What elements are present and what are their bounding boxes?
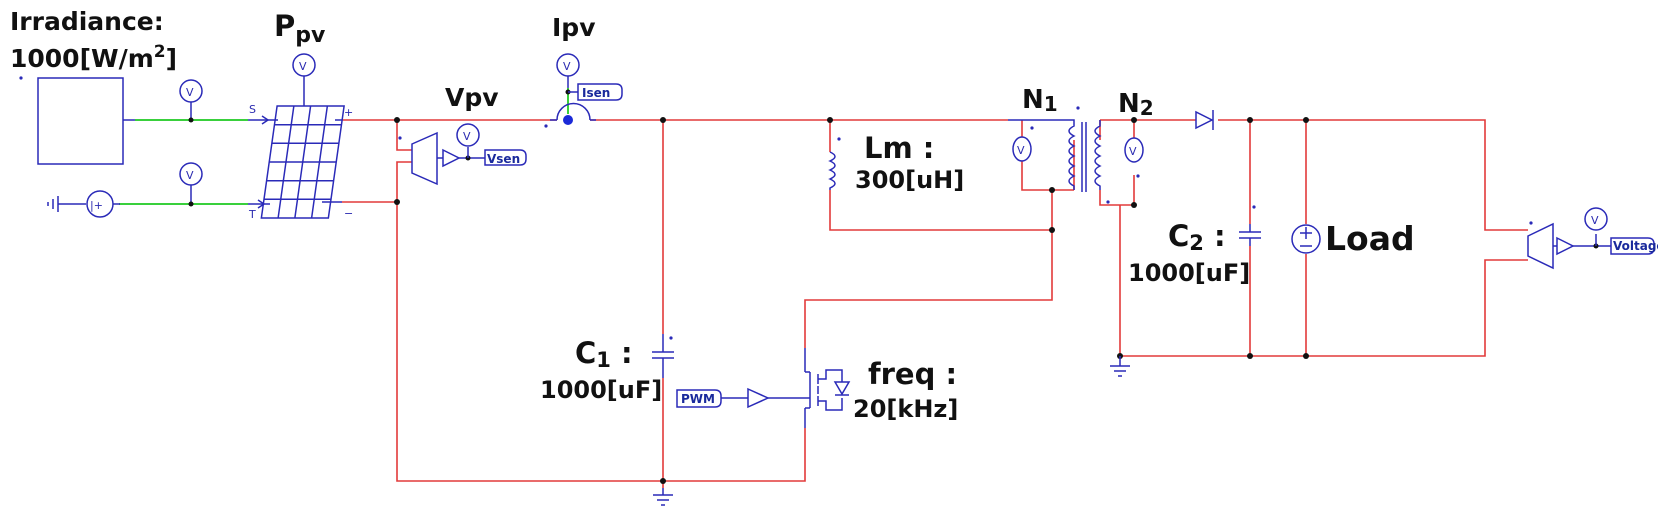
svg-text:V: V	[299, 60, 307, 73]
vpv-sensor[interactable]: V	[394, 117, 485, 205]
dc-source-symbol: |+	[90, 199, 103, 212]
isen-label: Isen	[582, 86, 610, 100]
svg-text:V: V	[1017, 144, 1025, 157]
inductor-lm[interactable]	[827, 117, 841, 190]
pwm-driver	[721, 387, 776, 409]
svg-text:V: V	[463, 130, 471, 143]
n1-label: N1	[1022, 85, 1058, 116]
voltage-label: Voltage	[1613, 239, 1658, 253]
freq-name: freq :	[868, 357, 957, 391]
power-wires	[342, 119, 1528, 488]
c2-name: C2 :	[1168, 219, 1226, 255]
svg-text:V: V	[1129, 145, 1137, 158]
panel-pin-minus: −	[344, 207, 353, 220]
voltmeter-irradiance[interactable]: V	[179, 79, 203, 123]
c1-name: C1 :	[575, 336, 633, 372]
panel-pin-s: S	[249, 103, 256, 116]
vsen-label: Vsen	[487, 152, 520, 166]
vpv-label: Vpv	[445, 83, 499, 112]
svg-text:V: V	[186, 86, 194, 99]
freq-value: 20[kHz]	[853, 395, 958, 423]
load-label: Load	[1325, 219, 1415, 258]
transformer[interactable]	[1008, 106, 1110, 233]
svg-text:V: V	[186, 169, 194, 182]
capacitor-c1[interactable]	[652, 117, 674, 484]
capacitor-c2[interactable]	[1239, 205, 1261, 359]
temperature-dc-source[interactable]: |+	[58, 190, 120, 218]
ipv-current-sensor[interactable]: V	[544, 53, 596, 128]
ipv-label: Ipv	[552, 13, 596, 42]
voltage-sensor[interactable]: V	[1527, 207, 1611, 270]
panel-pin-plus: +	[344, 106, 353, 119]
voltmeter-ppv[interactable]: V	[292, 53, 316, 106]
irradiance-title: Irradiance:	[10, 7, 164, 36]
isen-tag: Isen	[577, 83, 623, 101]
panel-pin-t: T	[248, 208, 256, 221]
svg-text:V: V	[563, 60, 571, 73]
irradiance-value: 1000[W/m2]	[10, 42, 177, 73]
svg-text:V: V	[1591, 214, 1599, 227]
c2-value: 1000[uF]	[1128, 259, 1250, 287]
ground-output	[1110, 353, 1130, 377]
lm-name: Lm :	[864, 131, 934, 165]
ground-c1	[653, 488, 673, 506]
c1-value: 1000[uF]	[540, 376, 662, 404]
vsen-tag: Vsen	[484, 149, 527, 166]
pwm-tag: PWM	[676, 389, 722, 408]
mosfet-switch[interactable]	[776, 348, 851, 428]
load-source[interactable]	[1291, 224, 1321, 359]
ppv-label: Ppv	[274, 9, 326, 48]
ground-left	[47, 196, 59, 212]
voltmeter-temperature[interactable]: V	[179, 162, 203, 207]
irradiance-source[interactable]	[19, 76, 135, 165]
lm-value: 300[uH]	[855, 166, 964, 194]
voltmeter-n1[interactable]: V	[1012, 126, 1034, 162]
voltage-tag: Voltage	[1610, 237, 1658, 255]
n2-label: N2	[1118, 89, 1154, 120]
pwm-label: PWM	[681, 392, 715, 406]
output-diode[interactable]	[1195, 110, 1309, 130]
pv-panel[interactable]: S T + −	[248, 103, 353, 221]
voltmeter-n2[interactable]: V	[1124, 117, 1144, 208]
